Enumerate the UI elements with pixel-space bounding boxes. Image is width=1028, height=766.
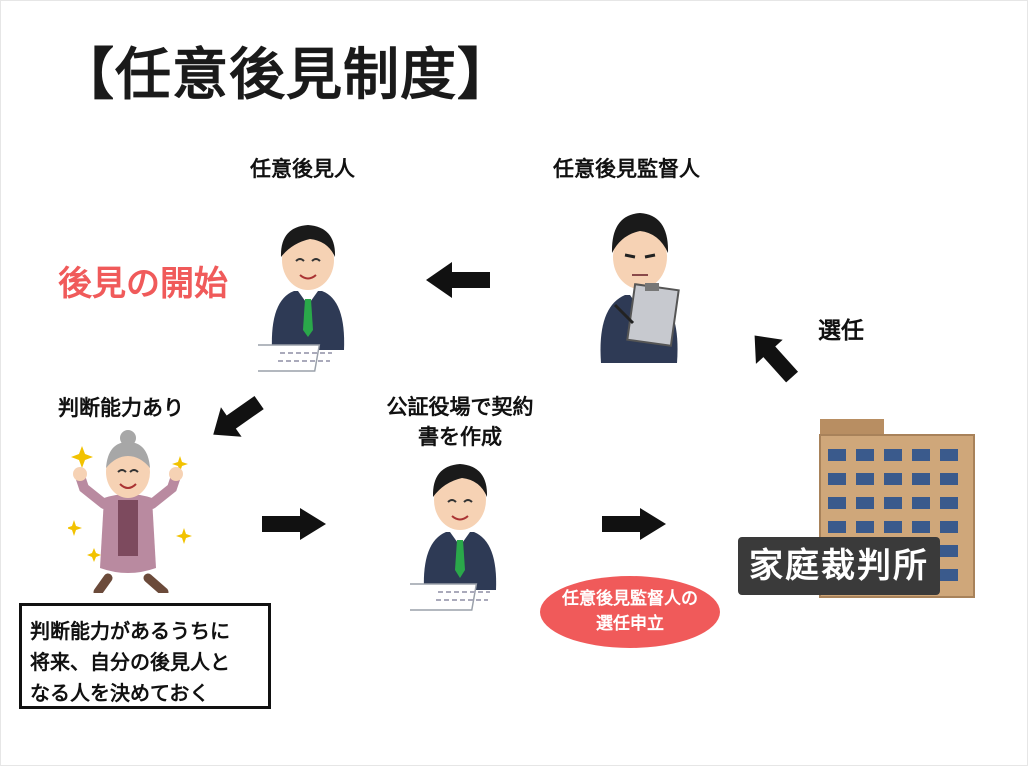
supervisor-label: 任意後見監督人 [553,157,700,181]
page-title: 【任意後見制度】 [58,43,514,108]
explanation-line3: なる人を決めておく [30,681,210,705]
supervisor-person-icon [600,213,680,363]
petition-badge: 任意後見監督人の 選任申立 [540,576,720,648]
arrow-left-icon [426,262,490,298]
arrow-down-left-icon [213,395,264,437]
petition-line1: 任意後見監督人の [562,589,698,609]
guardian-label: 任意後見人 [250,157,355,181]
explanation-line2: 将来、自分の後見人と [30,650,230,674]
arrow-right-icon [602,508,666,540]
explanation-box: 判断能力があるうちに 将来、自分の後見人と なる人を決めておく [19,603,271,709]
explanation-line1: 判断能力があるうちに [30,619,230,643]
court-sign: 家庭裁判所 [738,537,940,595]
arrow-up-left-icon [754,335,799,383]
arrow-right-icon [262,508,326,540]
appointment-label: 選任 [818,318,864,344]
notary-label: 公証役場で契約 書を作成 [365,392,555,452]
notary-label-line1: 公証役場で契約 [386,395,534,419]
notary-person-icon [410,464,497,611]
notary-label-line2: 書を作成 [418,425,502,449]
guardianship-start-label: 後見の開始 [58,264,228,304]
elderly-woman-icon [68,430,192,593]
guardian-person-icon [258,225,345,372]
petition-line2: 選任申立 [596,614,664,634]
capacity-label: 判断能力あり [58,396,184,420]
building-windows [828,449,958,581]
